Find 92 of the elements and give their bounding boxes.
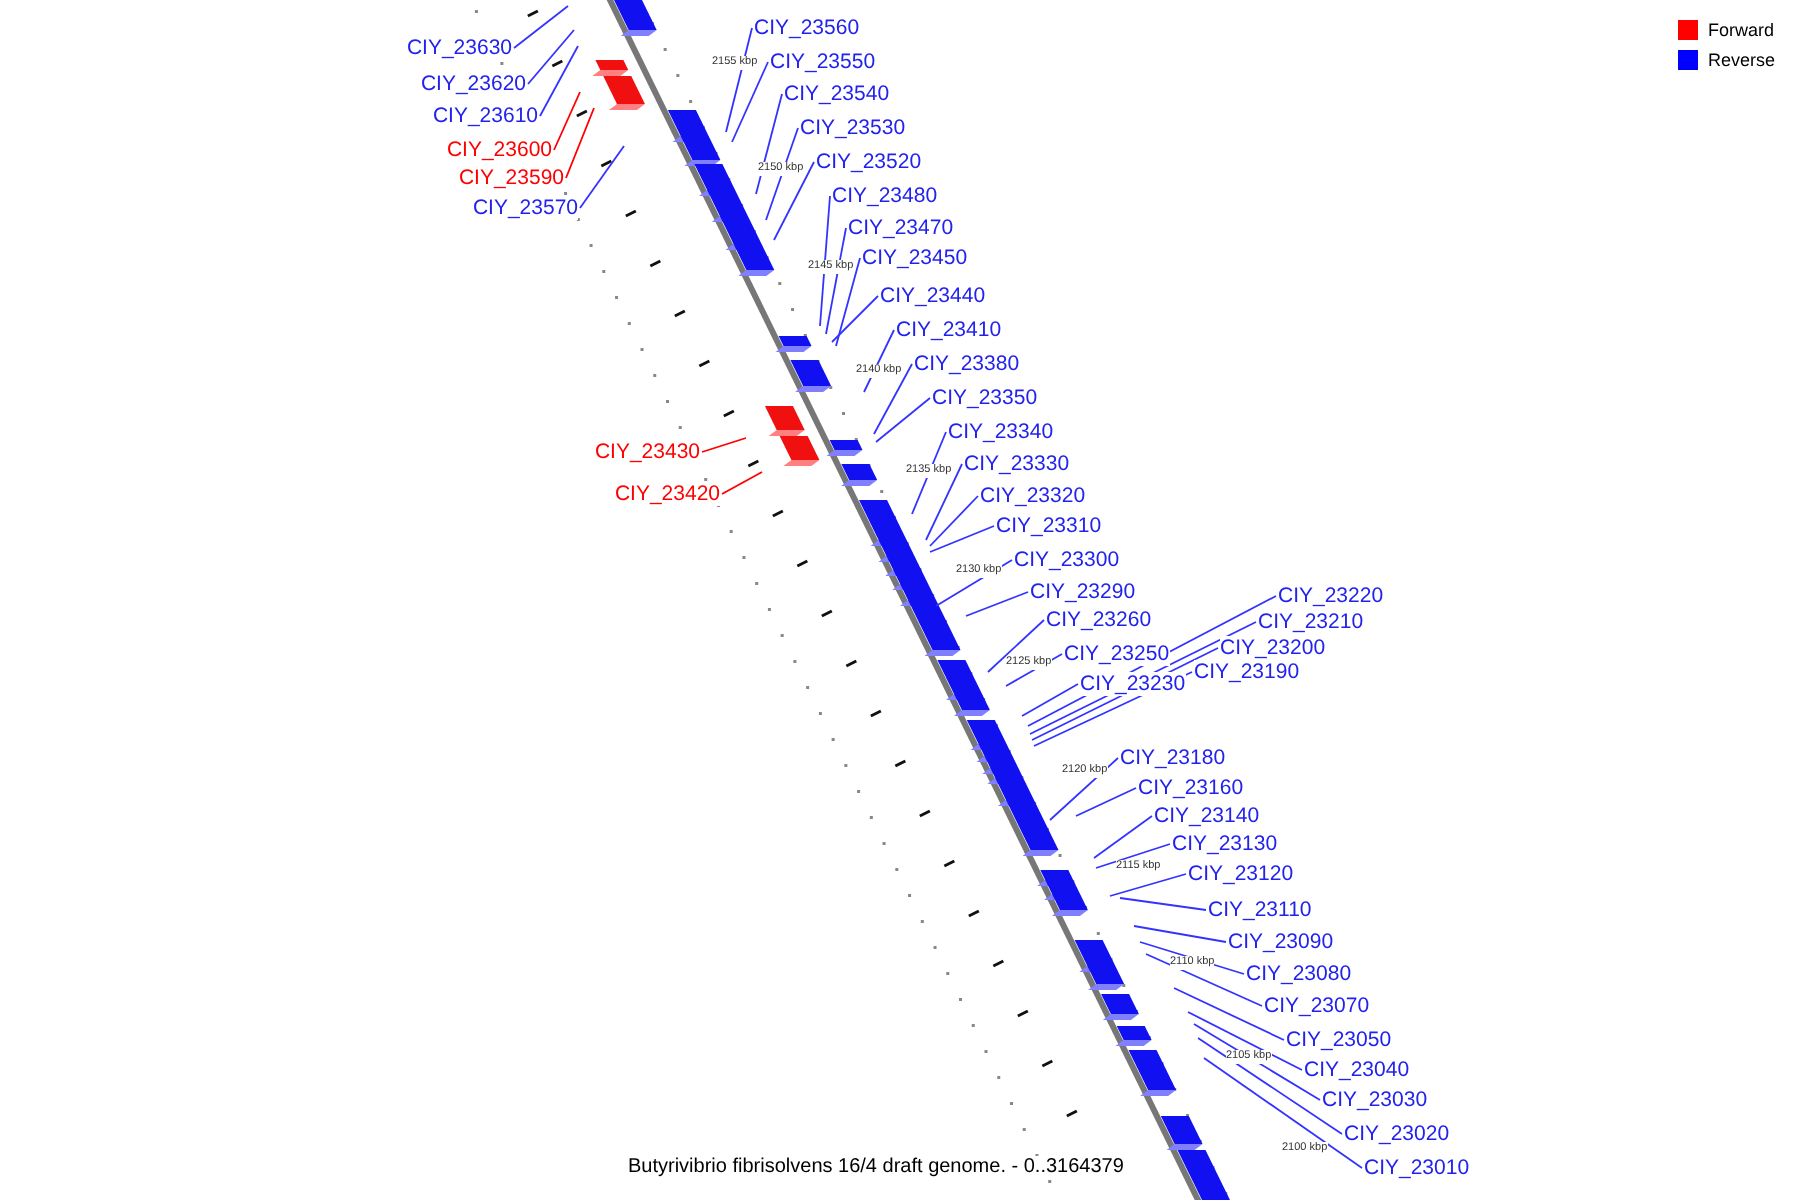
leader-line (929, 525, 995, 553)
leader-line (911, 431, 947, 515)
legend-label: Forward (1708, 18, 1775, 42)
gene-label: CIY_23520 (816, 150, 922, 174)
gene-label: CIY_23420 (614, 482, 720, 506)
leader-line (1075, 787, 1137, 817)
leader-line (831, 295, 879, 343)
leader-line (579, 145, 625, 209)
gene-label: CIY_23570 (472, 196, 578, 220)
leader-line (875, 397, 931, 443)
leader-line (1203, 1057, 1363, 1169)
leader-line (565, 107, 595, 179)
leader-line (1049, 757, 1119, 821)
gene-label: CIY_23230 (1080, 672, 1186, 696)
gene-label: CIY_23290 (1030, 580, 1136, 604)
leader-line (527, 29, 575, 85)
leader-line (721, 471, 763, 495)
gene-label: CIY_23440 (880, 284, 986, 308)
leader-line (873, 363, 913, 435)
caption: Butyrivibrio fibrisolvens 16/4 draft genome. - 0..3164379 (628, 1156, 1124, 1178)
gene-label: CIY_23550 (770, 50, 876, 74)
leader-line (819, 195, 831, 327)
gene-label: CIY_23340 (948, 420, 1054, 444)
leader-line (731, 61, 769, 143)
gene-label: CIY_23450 (862, 246, 968, 270)
gene-label: CIY_23410 (896, 318, 1002, 342)
gene-label: CIY_23330 (964, 452, 1070, 476)
gene-label: CIY_23610 (432, 104, 538, 128)
leader-line (1005, 653, 1063, 687)
gene-label: CIY_23250 (1064, 642, 1170, 666)
leader-line (1119, 897, 1207, 911)
leader-line (513, 5, 569, 49)
gene-label: CIY_23530 (800, 116, 906, 140)
gene-label: CIY_23200 (1220, 636, 1326, 660)
gene-label: CIY_23030 (1322, 1088, 1428, 1112)
gene-label: CIY_23470 (848, 216, 954, 240)
leader-line (1187, 1011, 1303, 1071)
gene-label: CIY_23040 (1304, 1058, 1410, 1082)
leader-line (1197, 1037, 1343, 1135)
leader-line (1109, 873, 1187, 897)
leader-line (1133, 925, 1227, 943)
gene-label: CIY_23120 (1188, 862, 1294, 886)
gene-label: CIY_23110 (1208, 898, 1312, 922)
gene-label: CIY_23220 (1278, 584, 1384, 608)
gene-label: CIY_23560 (754, 16, 860, 40)
gene-label: CIY_23480 (832, 184, 938, 208)
leader-line (1021, 683, 1079, 717)
gene-label: CIY_23300 (1014, 548, 1120, 572)
leader-line (1193, 1023, 1321, 1101)
leader-line (773, 161, 815, 241)
gene-label: CIY_23320 (980, 484, 1086, 508)
gene-label: CIY_23190 (1194, 660, 1300, 684)
leader-line (755, 93, 783, 195)
gene-label: CIY_23600 (446, 138, 552, 162)
leader-line (1173, 987, 1285, 1041)
leader-line (765, 127, 799, 221)
gene-label: CIY_23140 (1154, 804, 1260, 828)
gene-label: CIY_23260 (1046, 608, 1152, 632)
gene-label: CIY_23540 (784, 82, 890, 106)
leader-line (863, 329, 895, 393)
leader-line (539, 45, 579, 117)
legend-label: Reverse (1708, 48, 1776, 72)
gene-label: CIY_23380 (914, 352, 1020, 376)
leader-line (925, 463, 963, 541)
gene-label: CIY_23070 (1264, 994, 1370, 1018)
gene-label: CIY_23090 (1228, 930, 1334, 954)
gene-label: CIY_23160 (1138, 776, 1244, 800)
leader-line (835, 257, 861, 347)
leader-line (929, 495, 979, 547)
gene-label: CIY_23020 (1344, 1122, 1450, 1146)
gene-label: CIY_23430 (594, 440, 700, 464)
leader-line (935, 559, 1013, 607)
leader-line (701, 437, 747, 453)
gene-label: CIY_23310 (996, 514, 1102, 538)
leader-line (553, 91, 581, 151)
gene-label: CIY_23050 (1286, 1028, 1392, 1052)
gene-label: CIY_23010 (1364, 1156, 1470, 1180)
leader-line (987, 619, 1045, 673)
gene-label: CIY_23620 (420, 72, 526, 96)
gene-label: CIY_23630 (406, 36, 512, 60)
gene-label: CIY_23080 (1246, 962, 1352, 986)
gene-label: CIY_23130 (1172, 832, 1278, 856)
leader-line (965, 591, 1029, 617)
gene-label: CIY_23590 (458, 166, 564, 190)
leader-line (725, 27, 753, 133)
gene-label: CIY_23350 (932, 386, 1038, 410)
leader-line (1145, 953, 1263, 1007)
leader-line (1093, 815, 1153, 859)
leader-line (1095, 843, 1171, 869)
gene-label: CIY_23180 (1120, 746, 1226, 770)
leader-line (825, 227, 847, 335)
gene-label: CIY_23210 (1258, 610, 1364, 634)
